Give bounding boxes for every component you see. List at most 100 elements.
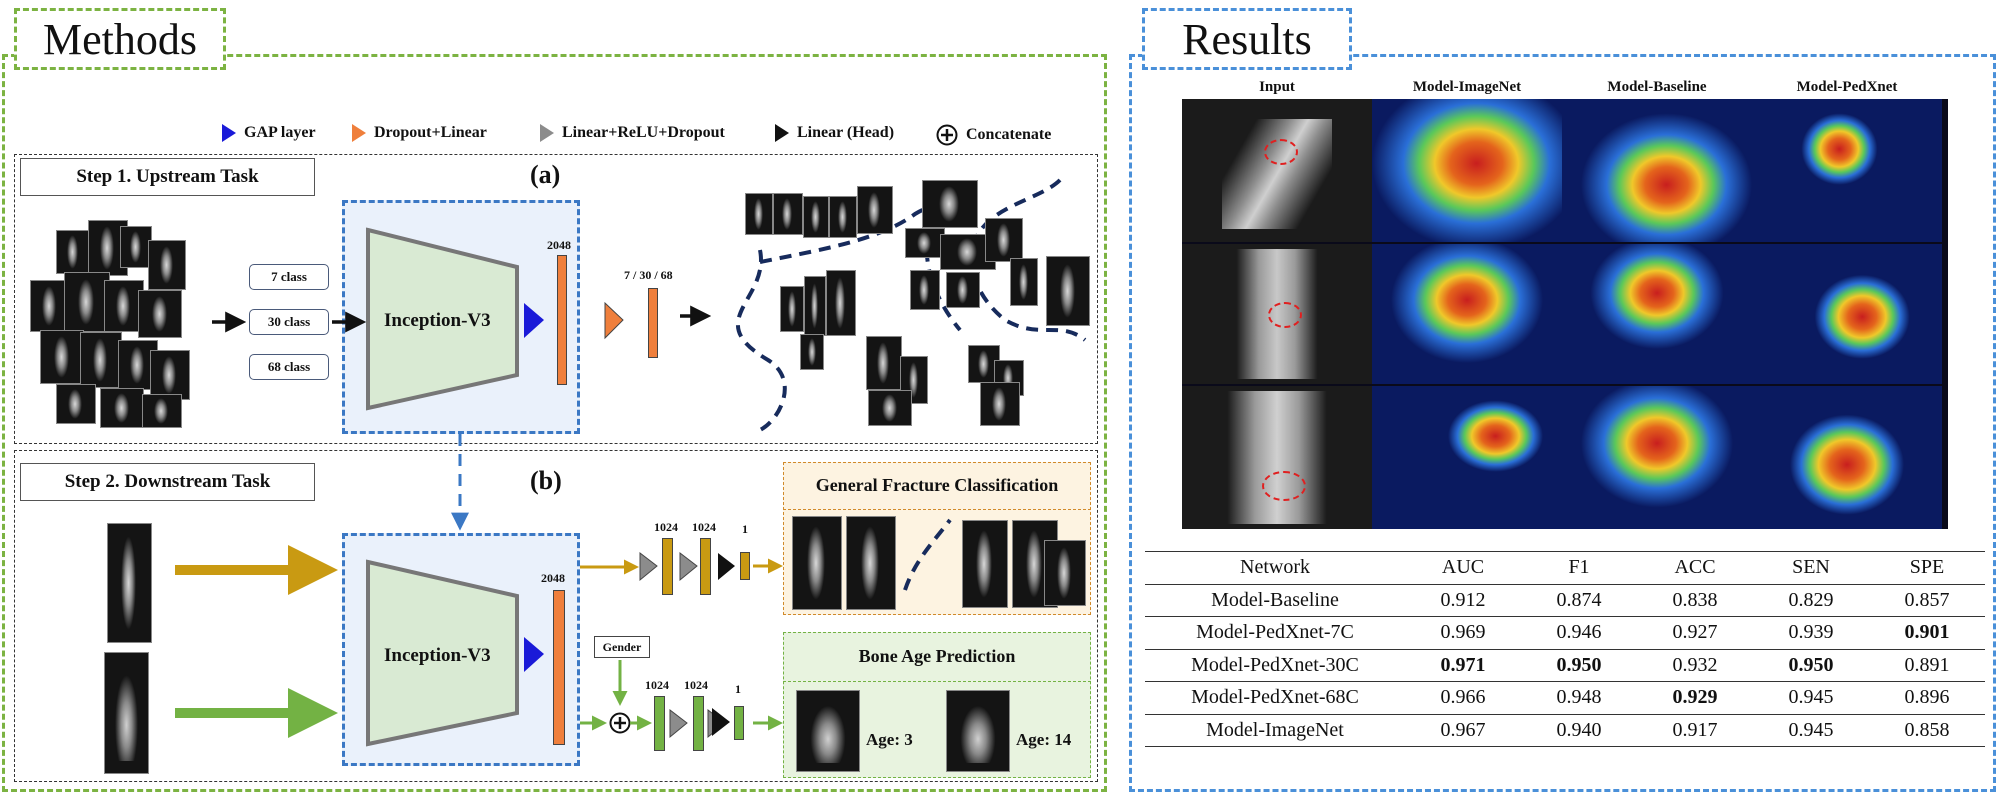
table-header: Network bbox=[1145, 551, 1405, 585]
step1-feature-dim: 2048 bbox=[547, 238, 571, 252]
table-cell-metric: 0.857 bbox=[1869, 584, 1985, 617]
xray-thumb bbox=[148, 240, 186, 290]
table-cell-metric: 0.927 bbox=[1637, 616, 1753, 650]
table-cell-metric: 0.917 bbox=[1637, 714, 1753, 747]
legend-linear-relu-dropout: Linear+ReLU+Dropout bbox=[540, 124, 725, 142]
cluster-divider bbox=[759, 193, 961, 264]
methods-tag: Methods bbox=[14, 8, 226, 70]
step2-feature-bar bbox=[553, 590, 565, 745]
arm-xray-input bbox=[107, 523, 152, 643]
table-cell-metric: 0.912 bbox=[1405, 584, 1521, 617]
step1-output-bar bbox=[648, 288, 658, 358]
xray-thumb bbox=[980, 382, 1020, 426]
table-cell-metric: 0.948 bbox=[1521, 681, 1637, 715]
xray-thumb bbox=[866, 336, 902, 390]
age-label-young: Age: 3 bbox=[866, 730, 913, 749]
fracture-relu-triangle bbox=[639, 551, 658, 582]
step1-dropout-triangle bbox=[604, 301, 624, 340]
xray-thumb bbox=[804, 276, 826, 336]
table-cell-metric: 0.950 bbox=[1521, 649, 1637, 682]
table-cell-metric: 0.945 bbox=[1753, 681, 1869, 715]
boneage-dim: 1 bbox=[735, 682, 741, 696]
fracture-mlp-bar bbox=[662, 538, 673, 595]
table-cell-network: Model-ImageNet bbox=[1145, 714, 1405, 747]
xray-thumb bbox=[773, 193, 803, 235]
step2-gap-triangle bbox=[524, 637, 544, 672]
table-cell-metric: 0.967 bbox=[1405, 714, 1521, 747]
heatmap-imagenet bbox=[1372, 386, 1562, 529]
fracture-mlp-bar bbox=[700, 538, 711, 595]
table-cell-metric: 0.896 bbox=[1869, 681, 1985, 715]
fracture-task-title: General Fracture Classification bbox=[783, 462, 1091, 510]
step2-frame bbox=[14, 450, 1098, 782]
heatmap-imagenet bbox=[1372, 99, 1562, 242]
class-option-7: 7 class bbox=[249, 264, 329, 290]
heatmap-pedxnet bbox=[1752, 244, 1942, 384]
table-cell-network: Model-PedXnet-30C bbox=[1145, 649, 1405, 682]
lesion-marker bbox=[1268, 302, 1302, 328]
xray-thumb bbox=[150, 350, 190, 400]
table-cell-metric: 0.939 bbox=[1753, 616, 1869, 650]
fracture-relu-triangle bbox=[679, 551, 698, 582]
table-cell-metric: 0.940 bbox=[1521, 714, 1637, 747]
fracture-head-triangle bbox=[718, 553, 735, 580]
xray-thumb bbox=[826, 270, 856, 336]
table-cell-metric: 0.969 bbox=[1405, 616, 1521, 650]
result-col-imagenet: Model-ImageNet bbox=[1412, 79, 1522, 95]
xray-thumb bbox=[120, 226, 152, 268]
bone-age-xray-young bbox=[796, 690, 860, 772]
boneage-dim: 1024 bbox=[684, 678, 708, 692]
results-panel bbox=[1129, 54, 1996, 792]
step2-title: Step 2. Downstream Task bbox=[20, 463, 315, 501]
table-cell-metric: 0.838 bbox=[1637, 584, 1753, 617]
table-cell-metric: 0.950 bbox=[1753, 649, 1869, 682]
step2-feature-dim: 2048 bbox=[541, 571, 565, 585]
heatmap-grid bbox=[1182, 99, 1948, 529]
step2-inception-trapezoid bbox=[366, 559, 519, 747]
xray-thumb bbox=[745, 193, 773, 235]
table-cell-network: Model-PedXnet-68C bbox=[1145, 681, 1405, 715]
heatmap-pedxnet bbox=[1752, 386, 1942, 529]
fracture-output-bar bbox=[740, 552, 750, 580]
table-cell-metric: 0.891 bbox=[1869, 649, 1985, 682]
xray-thumb bbox=[910, 270, 940, 310]
heatmap-baseline bbox=[1562, 99, 1752, 242]
age-label-old: Age: 14 bbox=[1016, 730, 1072, 749]
xray-thumb bbox=[857, 186, 893, 234]
xray-thumb bbox=[1046, 256, 1090, 326]
step1-frame bbox=[14, 154, 1098, 444]
xray-thumb bbox=[900, 356, 928, 404]
fracture-xray bbox=[1044, 540, 1086, 606]
legend-linear-head: Linear (Head) bbox=[775, 124, 894, 142]
table-cell-metric: 0.966 bbox=[1405, 681, 1521, 715]
xray-thumb bbox=[940, 234, 996, 270]
xray-thumb bbox=[905, 228, 945, 258]
results-label: Results bbox=[1182, 14, 1312, 64]
step1-feature-bar bbox=[557, 255, 567, 385]
step1-marker: (a) bbox=[530, 160, 561, 189]
xray-thumb bbox=[800, 334, 824, 370]
fracture-xray bbox=[846, 516, 896, 610]
step1-title: Step 1. Upstream Task bbox=[20, 158, 315, 196]
table-cell-network: Model-Baseline bbox=[1145, 584, 1405, 617]
table-header: F1 bbox=[1521, 551, 1637, 585]
boneage-relu-triangle bbox=[669, 708, 688, 739]
boneage-output-bar bbox=[734, 706, 744, 740]
fracture-dim: 1024 bbox=[654, 520, 678, 534]
fracture-dim: 1 bbox=[742, 522, 748, 536]
step2-model-label: Inception-V3 bbox=[384, 645, 491, 666]
xray-thumb bbox=[142, 394, 182, 428]
hand-xray-input bbox=[104, 652, 149, 774]
heatmap-baseline bbox=[1562, 244, 1752, 384]
xray-thumb bbox=[80, 332, 122, 388]
bone-age-xray-old bbox=[946, 690, 1010, 772]
heatmap-imagenet bbox=[1372, 244, 1562, 384]
step1-output-dims: 7 / 30 / 68 bbox=[624, 268, 673, 282]
table-header: SPE bbox=[1869, 551, 1985, 585]
step2-marker: (b) bbox=[530, 466, 562, 495]
table-header: AUC bbox=[1405, 551, 1521, 585]
xray-thumb bbox=[922, 180, 978, 228]
xray-thumb bbox=[868, 390, 912, 426]
